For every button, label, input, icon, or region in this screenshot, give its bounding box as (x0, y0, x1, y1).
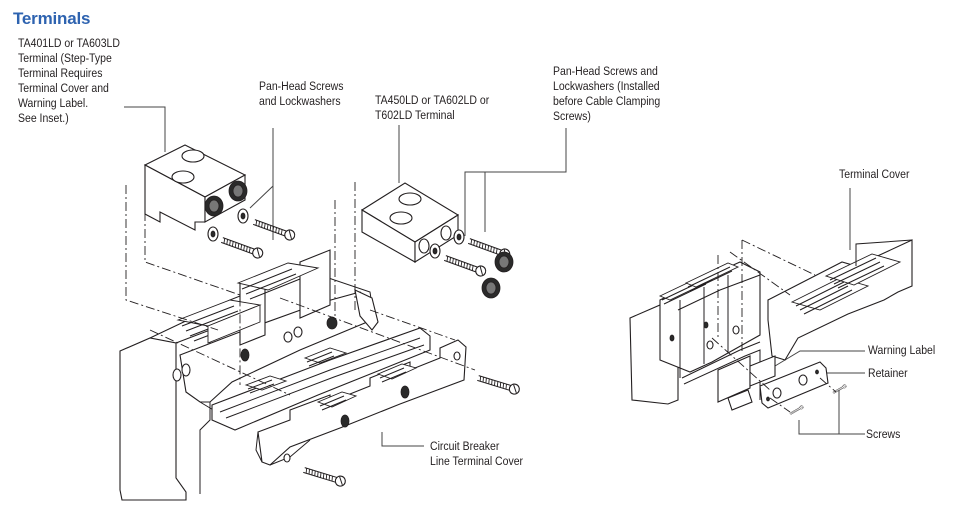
line-terminal-cover (255, 339, 467, 466)
callout-pan-head-screws-1: Pan-Head Screws and Lockwashers (259, 79, 344, 108)
circuit-breaker-body (119, 249, 431, 501)
leader-step-terminal (124, 106, 166, 152)
inset-breaker (629, 261, 761, 411)
callout-line-terminal-cover: Circuit Breaker Line Terminal Cover (430, 439, 524, 468)
leader-screws (798, 390, 865, 435)
inset-retainer (759, 361, 829, 409)
ta450-terminal (360, 182, 460, 263)
inset-terminal-cover (767, 239, 913, 361)
terminal-fins-4 (303, 347, 348, 367)
callout-terminal-cover: Terminal Cover (839, 167, 910, 181)
terminal-fins-3 (244, 375, 288, 394)
leader-pan-head-screws-2 (464, 128, 567, 236)
leader-warning-label (774, 350, 865, 367)
callout-pan-head-screws-2: Pan-Head Screws and Lockwashers (Install… (553, 64, 661, 123)
terminal-fins-2 (236, 262, 320, 300)
step-type-terminal (143, 144, 248, 231)
cover-screw-1 (475, 372, 522, 396)
pan-head-screws-left (207, 208, 297, 260)
callout-step-terminal: TA401LD or TA603LD Terminal (Step-Type T… (18, 36, 120, 125)
leader-pan-head-screws-1 (249, 128, 274, 240)
callout-ta450-terminal: TA450LD or TA602LD or T602LD Terminal (375, 93, 490, 122)
callout-warning-label: Warning Label (868, 343, 936, 357)
inset-warning-label (749, 355, 776, 387)
terminal-fins-1 (176, 299, 262, 344)
leader-line-terminal-cover (381, 432, 424, 447)
assembly-lines-main (125, 182, 476, 396)
section-title: Terminals (13, 9, 91, 28)
assembly-lines-inset (711, 239, 837, 413)
callout-screws: Screws (866, 427, 901, 441)
inset-fins (658, 262, 740, 305)
callout-retainer: Retainer (868, 366, 908, 380)
cover-screw-2 (301, 464, 348, 488)
cover-fins (316, 363, 418, 411)
